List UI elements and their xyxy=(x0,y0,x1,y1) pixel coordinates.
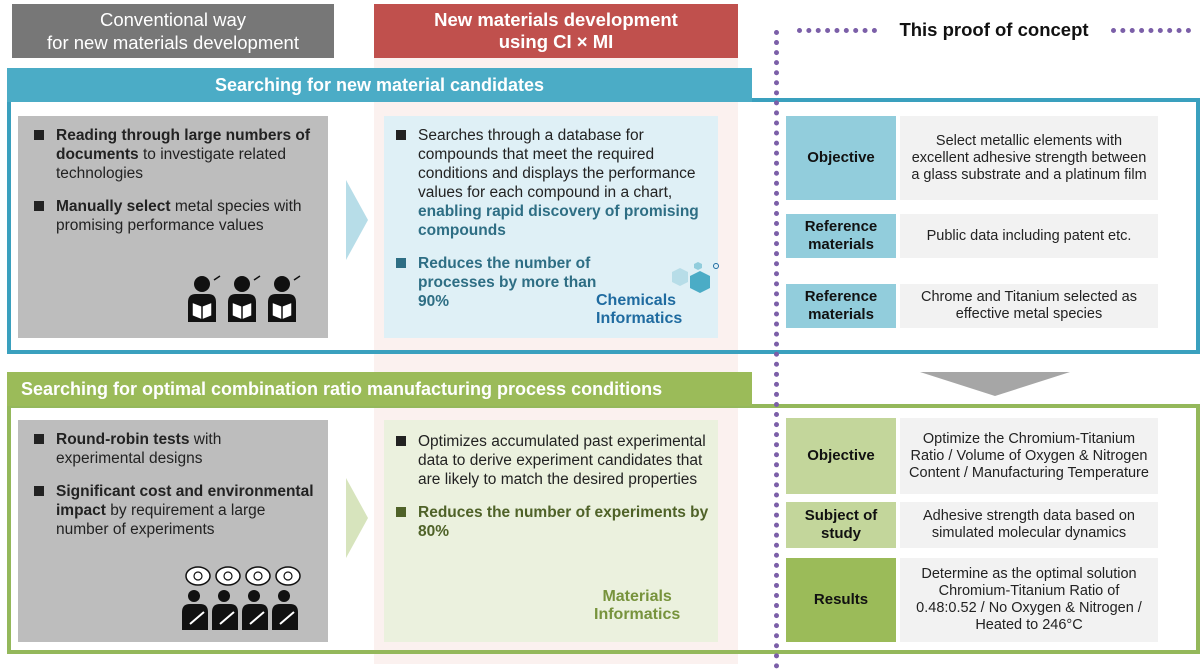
section2-conv-b1-bold: Round-robin tests xyxy=(56,431,190,448)
bullet-square-icon xyxy=(396,507,406,517)
section1-title: Searching for new material candidates xyxy=(214,74,545,95)
new-header-line2: using CI × MI xyxy=(498,31,614,52)
bullet-square-icon xyxy=(34,201,44,211)
section1-conv-b1-bold: Reading through large numbers of documen… xyxy=(56,127,311,163)
conventional-header-line1: Conventional way xyxy=(99,9,247,30)
section2-poc-row-subject: Subject of study Adhesive strength data … xyxy=(786,502,1158,548)
poc-row-label: Results xyxy=(786,558,896,642)
chemicals-informatics-logo: Chemicals Informatics xyxy=(596,292,682,328)
poc-row-value: Public data including patent etc. xyxy=(900,214,1158,258)
section1-conv-b1-rest: to investigate related technologies xyxy=(56,146,287,182)
down-arrow xyxy=(920,372,1070,396)
new-header-line1: New materials development xyxy=(434,9,678,30)
section2-conventional-box: Round-robin tests with experimental desi… xyxy=(18,420,328,642)
section1-conv-b2-bold: Manually select xyxy=(56,198,171,215)
poc-row-value: Determine as the optimal solution Chromi… xyxy=(900,558,1158,642)
section2-mi-bullet1: Optimizes accumulated past experimental … xyxy=(396,432,706,489)
section1-ci-b1-highlight: enabling rapid discovery of promising co… xyxy=(418,203,699,239)
section2-poc-rows: Objective Optimize the Chromium-Titanium… xyxy=(786,418,1158,642)
conventional-header-line2: for new materials development xyxy=(47,32,299,53)
section1-poc-row-objective: Objective Select metallic elements with … xyxy=(786,116,1158,200)
section1-conventional-bullet1: Reading through large numbers of documen… xyxy=(34,126,314,183)
section1-ci-b1-text: Searches through a database for compound… xyxy=(418,127,696,201)
bullet-square-icon xyxy=(396,130,406,140)
section2-mi-b1: Optimizes accumulated past experimental … xyxy=(418,433,706,488)
section1-conv-b2-rest: metal species with promising performance… xyxy=(56,198,302,234)
poc-header: This proof of concept xyxy=(790,10,1198,50)
section2-mi-b2: Reduces the number of experiments by 80% xyxy=(418,504,709,540)
testing-people-icon xyxy=(178,566,318,632)
poc-row-label: Objective xyxy=(786,418,896,494)
poc-header-title: This proof of concept xyxy=(899,19,1089,40)
section1-conventional-box: Reading through large numbers of documen… xyxy=(18,116,328,338)
materials-informatics-logo: Materials Informatics xyxy=(594,588,680,624)
section1-conventional-bullet2: Manually select metal species with promi… xyxy=(34,197,314,235)
section1-ci-b2: Reduces the number of processes by more … xyxy=(418,255,597,310)
section1-poc-rows: Objective Select metallic elements with … xyxy=(786,116,1158,328)
section1-ci-box: Searches through a database for compound… xyxy=(384,116,718,338)
poc-header-dash-left xyxy=(797,27,878,33)
bullet-square-icon xyxy=(34,130,44,140)
section2-poc-row-results: Results Determine as the optimal solutio… xyxy=(786,558,1158,642)
section2-mi-box: Optimizes accumulated past experimental … xyxy=(384,420,718,642)
mi-logo-line2: Informatics xyxy=(594,606,681,623)
section2-poc-row-objective: Objective Optimize the Chromium-Titanium… xyxy=(786,418,1158,494)
section1-ci-bullet1: Searches through a database for compound… xyxy=(396,126,706,240)
bullet-square-icon xyxy=(396,436,406,446)
poc-row-label: Reference materials xyxy=(786,214,896,258)
section2-chevron-arrow xyxy=(346,478,368,558)
chemicals-informatics-hexagon-icon xyxy=(660,262,720,302)
conventional-header: Conventional way for new materials devel… xyxy=(12,4,334,58)
section2-conventional-bullet2: Significant cost and environmental impac… xyxy=(34,482,314,539)
section2-conv-b2-bold: Significant cost and environmental impac… xyxy=(56,483,314,519)
poc-row-label: Subject of study xyxy=(786,502,896,548)
section2-conv-b2-rest: by requirement a large number of experim… xyxy=(56,502,266,538)
ci-logo-line2: Informatics xyxy=(596,310,683,327)
new-development-header: New materials development using CI × MI xyxy=(374,4,738,58)
bullet-square-icon xyxy=(396,258,406,268)
poc-divider xyxy=(774,30,779,669)
section1-chevron-arrow xyxy=(346,180,368,260)
section2-frame xyxy=(7,404,1200,654)
section1-ci-bullet2: Reduces the number of processes by more … xyxy=(396,254,616,311)
ci-logo-line1: Chemicals xyxy=(596,292,677,309)
reading-people-icon xyxy=(184,272,304,324)
section2-mi-bullet2: Reduces the number of experiments by 80% xyxy=(396,503,722,541)
bullet-square-icon xyxy=(34,486,44,496)
mi-logo-line1: Materials xyxy=(602,588,672,605)
poc-row-value: Optimize the Chromium-Titanium Ratio / V… xyxy=(900,418,1158,494)
poc-row-value: Select metallic elements with excellent … xyxy=(900,116,1158,200)
bullet-square-icon xyxy=(34,434,44,444)
section2-title: Searching for optimal combination ratio … xyxy=(21,378,663,399)
poc-row-label: Objective xyxy=(786,116,896,200)
poc-row-value: Adhesive strength data based on simulate… xyxy=(900,502,1158,548)
section1-poc-row-reference2: Reference materials Chrome and Titanium … xyxy=(786,284,1158,328)
section2-title-bar: Searching for optimal combination ratio … xyxy=(7,372,752,406)
section2-conventional-bullet1: Round-robin tests with experimental desi… xyxy=(34,430,314,468)
section1-poc-row-reference1: Reference materials Public data includin… xyxy=(786,214,1158,258)
poc-row-label: Reference materials xyxy=(786,284,896,328)
poc-row-value: Chrome and Titanium selected as effectiv… xyxy=(900,284,1158,328)
poc-header-dash-right xyxy=(1110,27,1191,33)
section2-conv-b1-rest: with experimental designs xyxy=(56,431,222,467)
section1-title-bar: Searching for new material candidates xyxy=(7,68,752,102)
